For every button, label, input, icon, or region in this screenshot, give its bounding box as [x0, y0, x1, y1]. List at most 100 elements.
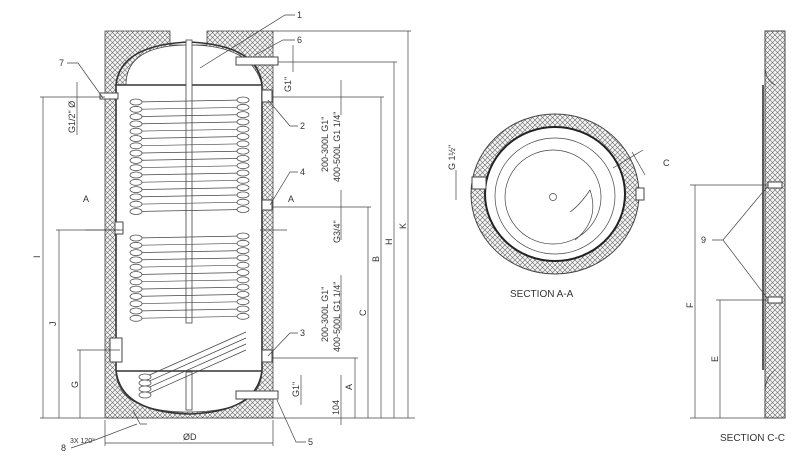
coil-turn [135, 272, 244, 275]
coil-section [129, 271, 143, 278]
top-outlet-pipe [235, 56, 279, 66]
coil-turn [135, 242, 244, 246]
coil-section [236, 162, 250, 170]
coil-turn [135, 121, 244, 125]
section-c-c-title: SECTION C-C [720, 433, 785, 444]
callout-4: 4 [300, 167, 305, 177]
coil-section [236, 140, 250, 148]
coil-section [129, 200, 143, 208]
callout-labels: 1 6 7 2 4 3 5 8 3X 120° ØD A A [59, 10, 313, 453]
coil-turn [135, 150, 244, 154]
lower-coil-turn [144, 337, 247, 384]
tank-elevation [99, 30, 279, 425]
callout-7: 7 [59, 58, 64, 68]
coil-turn [135, 209, 244, 212]
dim-f: F [685, 302, 695, 308]
coil-section [236, 111, 250, 118]
coil-section [236, 254, 250, 262]
coil-section [129, 164, 143, 172]
dim-h: H [384, 239, 394, 246]
callout-1: 1 [297, 10, 302, 20]
coil-section [129, 113, 143, 120]
conn-bottom-inlet: G1" [291, 382, 301, 397]
coil-section [236, 276, 250, 284]
coil-section [236, 154, 250, 162]
coil-section [129, 256, 143, 264]
coil-section [138, 385, 152, 393]
coil-section [236, 169, 250, 177]
coil-section [129, 307, 143, 315]
coil-section [236, 184, 250, 192]
coil-section [236, 261, 250, 269]
coil-turn [135, 99, 244, 103]
coil-section [236, 283, 250, 291]
coil-section [236, 191, 250, 199]
coil-turn [135, 301, 244, 305]
coil-section [129, 178, 143, 186]
section-mark-a-left: A [83, 194, 89, 204]
dim-i: I [32, 255, 42, 258]
coil-section [129, 149, 143, 157]
coil-turn [135, 128, 244, 132]
coil-section [236, 298, 250, 306]
conn-sensor: G1/2" Ø [67, 101, 77, 133]
coil-section [236, 125, 250, 133]
coil-section [129, 135, 143, 142]
section-a-a: G 1½" C SECTION A-A [447, 113, 670, 300]
coil-section [129, 98, 143, 106]
tank-shell [115, 41, 263, 415]
coil-section [129, 285, 143, 293]
coil-section [129, 127, 143, 135]
section-a-a-title: SECTION A-A [510, 289, 574, 300]
coil-section [236, 96, 250, 104]
coil-section [129, 278, 143, 286]
coil-section [236, 118, 250, 126]
dim-104: 104 [331, 400, 341, 415]
section-c-c: 9 F E SECTION C-C [685, 30, 786, 444]
coil-section [129, 193, 143, 201]
coil-section [236, 232, 250, 240]
callout-8: 8 [61, 443, 66, 453]
coil-turn [135, 179, 244, 183]
coil-section [129, 105, 143, 113]
coil-turn [135, 106, 244, 110]
lower-coil-turn [144, 343, 247, 390]
coil-section [138, 391, 152, 399]
coil-turn [135, 187, 244, 190]
coil-section [236, 103, 250, 111]
coil-section [129, 300, 143, 308]
dim-b: B [371, 256, 381, 262]
coil-turn [135, 201, 244, 205]
coil-section [236, 206, 250, 213]
bottom-inlet-pipe [235, 390, 279, 400]
coil-section [129, 156, 143, 164]
coil-turn [135, 165, 244, 169]
coil-turn [135, 264, 244, 268]
dimension-labels: I J G A C B H K 104 G1" G1/2" Ø 200-300L… [32, 77, 408, 415]
coil-section [129, 249, 143, 257]
coil-section [236, 147, 250, 155]
dim-d: ØD [183, 432, 197, 442]
coil-turn [135, 235, 244, 239]
conn-top-outlet: G1" [283, 77, 293, 92]
dim-k: K [398, 223, 408, 229]
coil-turn [135, 158, 244, 161]
dimension-lines [40, 30, 415, 446]
conn-mid: G3/4" [332, 220, 342, 243]
coil-section [236, 239, 250, 247]
coil-section [236, 198, 250, 206]
lower-coil-turn [144, 331, 247, 378]
callout-2: 2 [300, 121, 305, 131]
section-mark-c: C [663, 158, 670, 168]
coil-section [236, 312, 250, 320]
coil-section [129, 208, 143, 215]
dim-c: C [358, 309, 368, 316]
coil-turn [135, 136, 244, 139]
conn-lower-coil-2: 400-500L G1 1/4" [332, 282, 342, 352]
callout-leaders [67, 14, 306, 449]
callout-9: 9 [701, 235, 706, 245]
conn-flange: G 1½" [447, 145, 457, 170]
dim-j: J [48, 322, 58, 327]
